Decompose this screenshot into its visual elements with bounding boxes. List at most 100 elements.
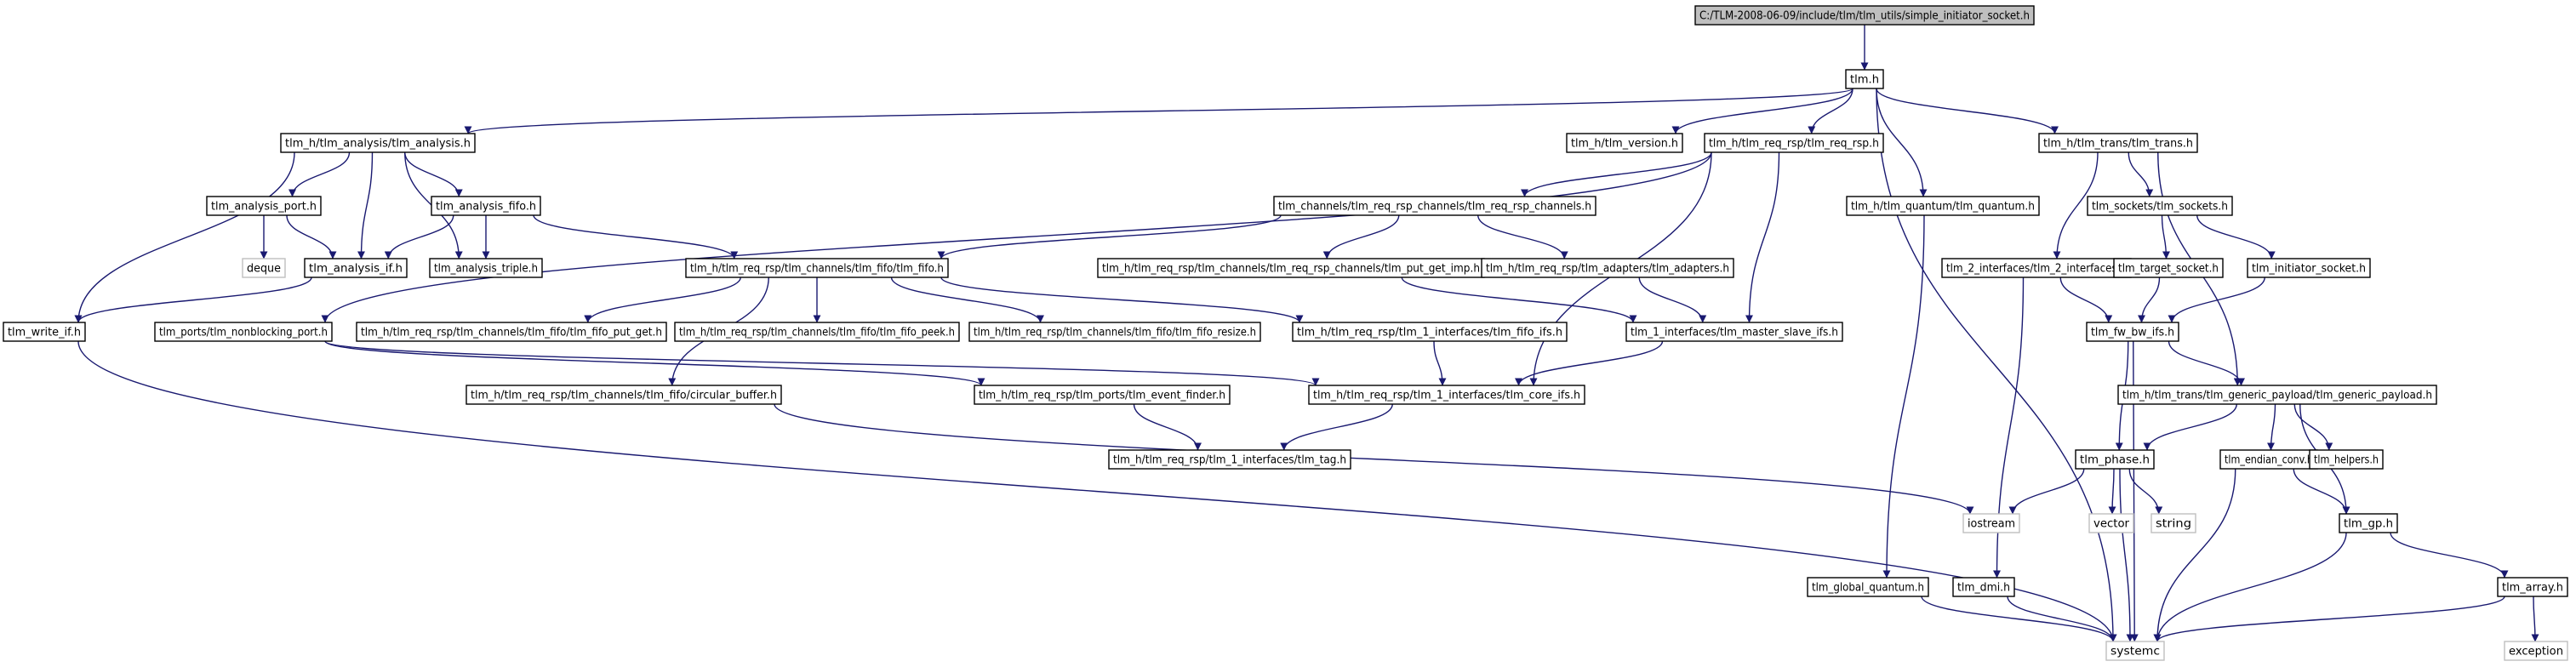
header-file-node[interactable]: tlm_helpers.h [2309, 449, 2384, 470]
node-box [2088, 513, 2134, 533]
external-header-node: vector [2088, 513, 2134, 533]
header-file-node[interactable]: tlm_h/tlm_quantum/tlm_quantum.h [1846, 196, 2040, 216]
header-file-node[interactable]: tlm_gp.h [2339, 513, 2398, 533]
edge-tlm_target_socket-to-tlm_fw_bw_ifs [2138, 276, 2161, 323]
header-file-node[interactable]: tlm_h/tlm_req_rsp/tlm_channels/tlm_fifo/… [685, 258, 949, 278]
node-label: deque [247, 263, 281, 276]
header-file-node[interactable]: tlm_h/tlm_analysis/tlm_analysis.h [280, 133, 476, 153]
edge-tlm_req_rsp-to-tlm_master_slave_ifs [1745, 151, 1780, 323]
edge-tlm_phase-to-string [2128, 468, 2163, 515]
node-box [1566, 133, 1683, 153]
header-file-node[interactable]: tlm_h/tlm_req_rsp/tlm_channels/tlm_req_r… [1097, 258, 1485, 278]
node-box [2105, 641, 2165, 661]
node-box [1292, 322, 1568, 342]
node-label: tlm_channels/tlm_req_rsp_channels/tlm_re… [1278, 201, 1591, 214]
node-label: tlm.h [1850, 74, 1879, 87]
node-label: tlm_h/tlm_req_rsp/tlm_ports/tlm_event_fi… [979, 390, 1225, 402]
header-file-node[interactable]: tlm_initiator_socket.h [2247, 258, 2371, 278]
node-label: tlm_fw_bw_ifs.h [2091, 327, 2174, 339]
edge-tlm_trans-to-tlm_sockets [2128, 151, 2154, 197]
node-label: tlm_analysis_port.h [211, 201, 317, 214]
node-box [1308, 385, 1585, 405]
edge-tlm_dmi-to-systemc [2007, 596, 2117, 642]
node-label: tlm_sockets/tlm_sockets.h [2092, 201, 2228, 214]
header-file-node[interactable]: tlm.h [1845, 69, 1884, 89]
node-label: tlm_phase.h [2080, 454, 2150, 467]
node-label: tlm_h/tlm_req_rsp/tlm_1_interfaces/tlm_f… [1297, 327, 1562, 339]
header-file-node[interactable]: tlm_h/tlm_req_rsp/tlm_channels/tlm_fifo/… [356, 322, 667, 342]
header-file-node[interactable]: tlm_h/tlm_req_rsp/tlm_ports/tlm_event_fi… [974, 385, 1231, 405]
header-file-node[interactable]: tlm_h/tlm_req_rsp/tlm_adapters/tlm_adapt… [1481, 258, 1734, 278]
edge-tlm_req_rsp-to-tlm_nonblocking_port [321, 151, 1712, 323]
header-file-node[interactable]: tlm_fw_bw_ifs.h [2086, 322, 2179, 342]
edge-tlm_array-to-exception [2531, 596, 2539, 642]
node-label: tlm_h/tlm_version.h [1571, 138, 1678, 151]
node-box [685, 258, 949, 278]
node-box [1962, 513, 2020, 533]
root-file-node[interactable]: C:/TLM-2008-06-09/include/tlm/tlm_utils/… [1694, 5, 2035, 26]
header-file-node[interactable]: tlm_h/tlm_req_rsp/tlm_1_interfaces/tlm_c… [1308, 385, 1585, 405]
header-file-node[interactable]: tlm_sockets/tlm_sockets.h [2087, 196, 2233, 216]
node-box [1704, 133, 1884, 153]
edge-tlm_sockets-to-tlm_target_socket [2161, 214, 2170, 259]
node-box [1952, 577, 2015, 597]
node-box [2087, 196, 2233, 216]
node-label: tlm_dmi.h [1957, 582, 2010, 595]
header-file-node[interactable]: tlm_h/tlm_req_rsp/tlm_channels/tlm_fifo/… [674, 322, 960, 342]
edge-tlm_fifo_ifs-to-tlm_core_ifs [1433, 340, 1447, 386]
header-file-node[interactable]: tlm_analysis_fifo.h [431, 196, 541, 216]
edge-tlm_core_ifs-to-tlm_tag [1280, 403, 1393, 451]
header-file-node[interactable]: tlm_phase.h [2075, 449, 2155, 470]
header-file-node[interactable]: tlm_array.h [2497, 577, 2568, 597]
node-label: string [2156, 518, 2191, 531]
node-box [1845, 69, 1884, 89]
edge-tlm_analysis_port-to-tlm_analysis_if [286, 214, 337, 259]
header-file-node[interactable]: tlm_h/tlm_req_rsp/tlm_1_interfaces/tlm_f… [1292, 322, 1568, 342]
node-label: tlm_2_interfaces/tlm_2_interfaces.h [1946, 263, 2127, 276]
header-file-node[interactable]: tlm_h/tlm_version.h [1566, 133, 1683, 153]
header-file-node[interactable]: tlm_target_socket.h [2113, 258, 2224, 278]
node-label: tlm_analysis_triple.h [434, 263, 538, 276]
edge-tlm_phase-to-vector [2108, 468, 2116, 515]
header-file-node[interactable]: tlm_analysis_port.h [206, 196, 322, 216]
node-label: tlm_1_interfaces/tlm_master_slave_ifs.h [1631, 327, 1838, 339]
node-box [2075, 449, 2155, 470]
edge-tlm_channels-to-tlm_put_get_imp [1322, 214, 1400, 259]
node-box [2038, 133, 2198, 153]
edge-tlm_adapters-to-tlm_master_slave_ifs [1638, 276, 1707, 323]
header-file-node[interactable]: tlm_h/tlm_req_rsp/tlm_channels/tlm_fifo/… [466, 385, 782, 405]
node-box [431, 196, 541, 216]
node-box [1625, 322, 1843, 342]
node-box [466, 385, 782, 405]
edge-tlm_req_rsp-to-tlm_channels [1521, 151, 1712, 197]
node-label: tlm_h/tlm_req_rsp/tlm_channels/tlm_fifo/… [679, 327, 955, 339]
node-box [2309, 449, 2384, 470]
node-label: tlm_h/tlm_req_rsp/tlm_channels/tlm_fifo/… [471, 390, 777, 402]
header-file-node[interactable]: tlm_dmi.h [1952, 577, 2015, 597]
header-file-node[interactable]: tlm_channels/tlm_req_rsp_channels/tlm_re… [1273, 196, 1596, 216]
header-file-node[interactable]: tlm_h/tlm_req_rsp/tlm_channels/tlm_fifo/… [968, 322, 1261, 342]
node-box [1273, 196, 1596, 216]
edge-tlm_h-to-systemc [1876, 88, 2117, 642]
node-box [304, 258, 408, 278]
header-file-node[interactable]: tlm_analysis_if.h [304, 258, 408, 278]
edge-tlm_phase-to-iostream [2008, 468, 2085, 515]
header-file-node[interactable]: tlm_global_quantum.h [1807, 577, 1929, 597]
header-file-node[interactable]: tlm_h/tlm_req_rsp/tlm_req_rsp.h [1704, 133, 1884, 153]
header-file-node[interactable]: tlm_endian_conv.h [2219, 449, 2318, 470]
node-label: tlm_ports/tlm_nonblocking_port.h [159, 327, 328, 339]
header-file-node[interactable]: tlm_analysis_triple.h [429, 258, 543, 278]
node-box [242, 258, 286, 278]
edge-tlm_quantum-to-tlm_global_quantum [1882, 214, 1925, 579]
file-nodes: C:/TLM-2008-06-09/include/tlm/tlm_utils/… [3, 5, 2568, 661]
header-file-node[interactable]: tlm_1_interfaces/tlm_master_slave_ifs.h [1625, 322, 1843, 342]
header-file-node[interactable]: tlm_h/tlm_trans/tlm_trans.h [2038, 133, 2198, 153]
edge-tlm_fw_bw_ifs-to-tlm_generic_payload [2168, 340, 2245, 386]
header-file-node[interactable]: tlm_2_interfaces/tlm_2_interfaces.h [1941, 258, 2132, 278]
edge-tlm_fifo-to-tlm_fifo_ifs [940, 276, 1304, 323]
header-file-node[interactable]: tlm_ports/tlm_nonblocking_port.h [154, 322, 333, 342]
header-file-node[interactable]: tlm_write_if.h [3, 322, 86, 342]
header-file-node[interactable]: tlm_h/tlm_req_rsp/tlm_1_interfaces/tlm_t… [1108, 449, 1351, 470]
header-file-node[interactable]: tlm_h/tlm_trans/tlm_generic_payload/tlm_… [2117, 385, 2437, 405]
